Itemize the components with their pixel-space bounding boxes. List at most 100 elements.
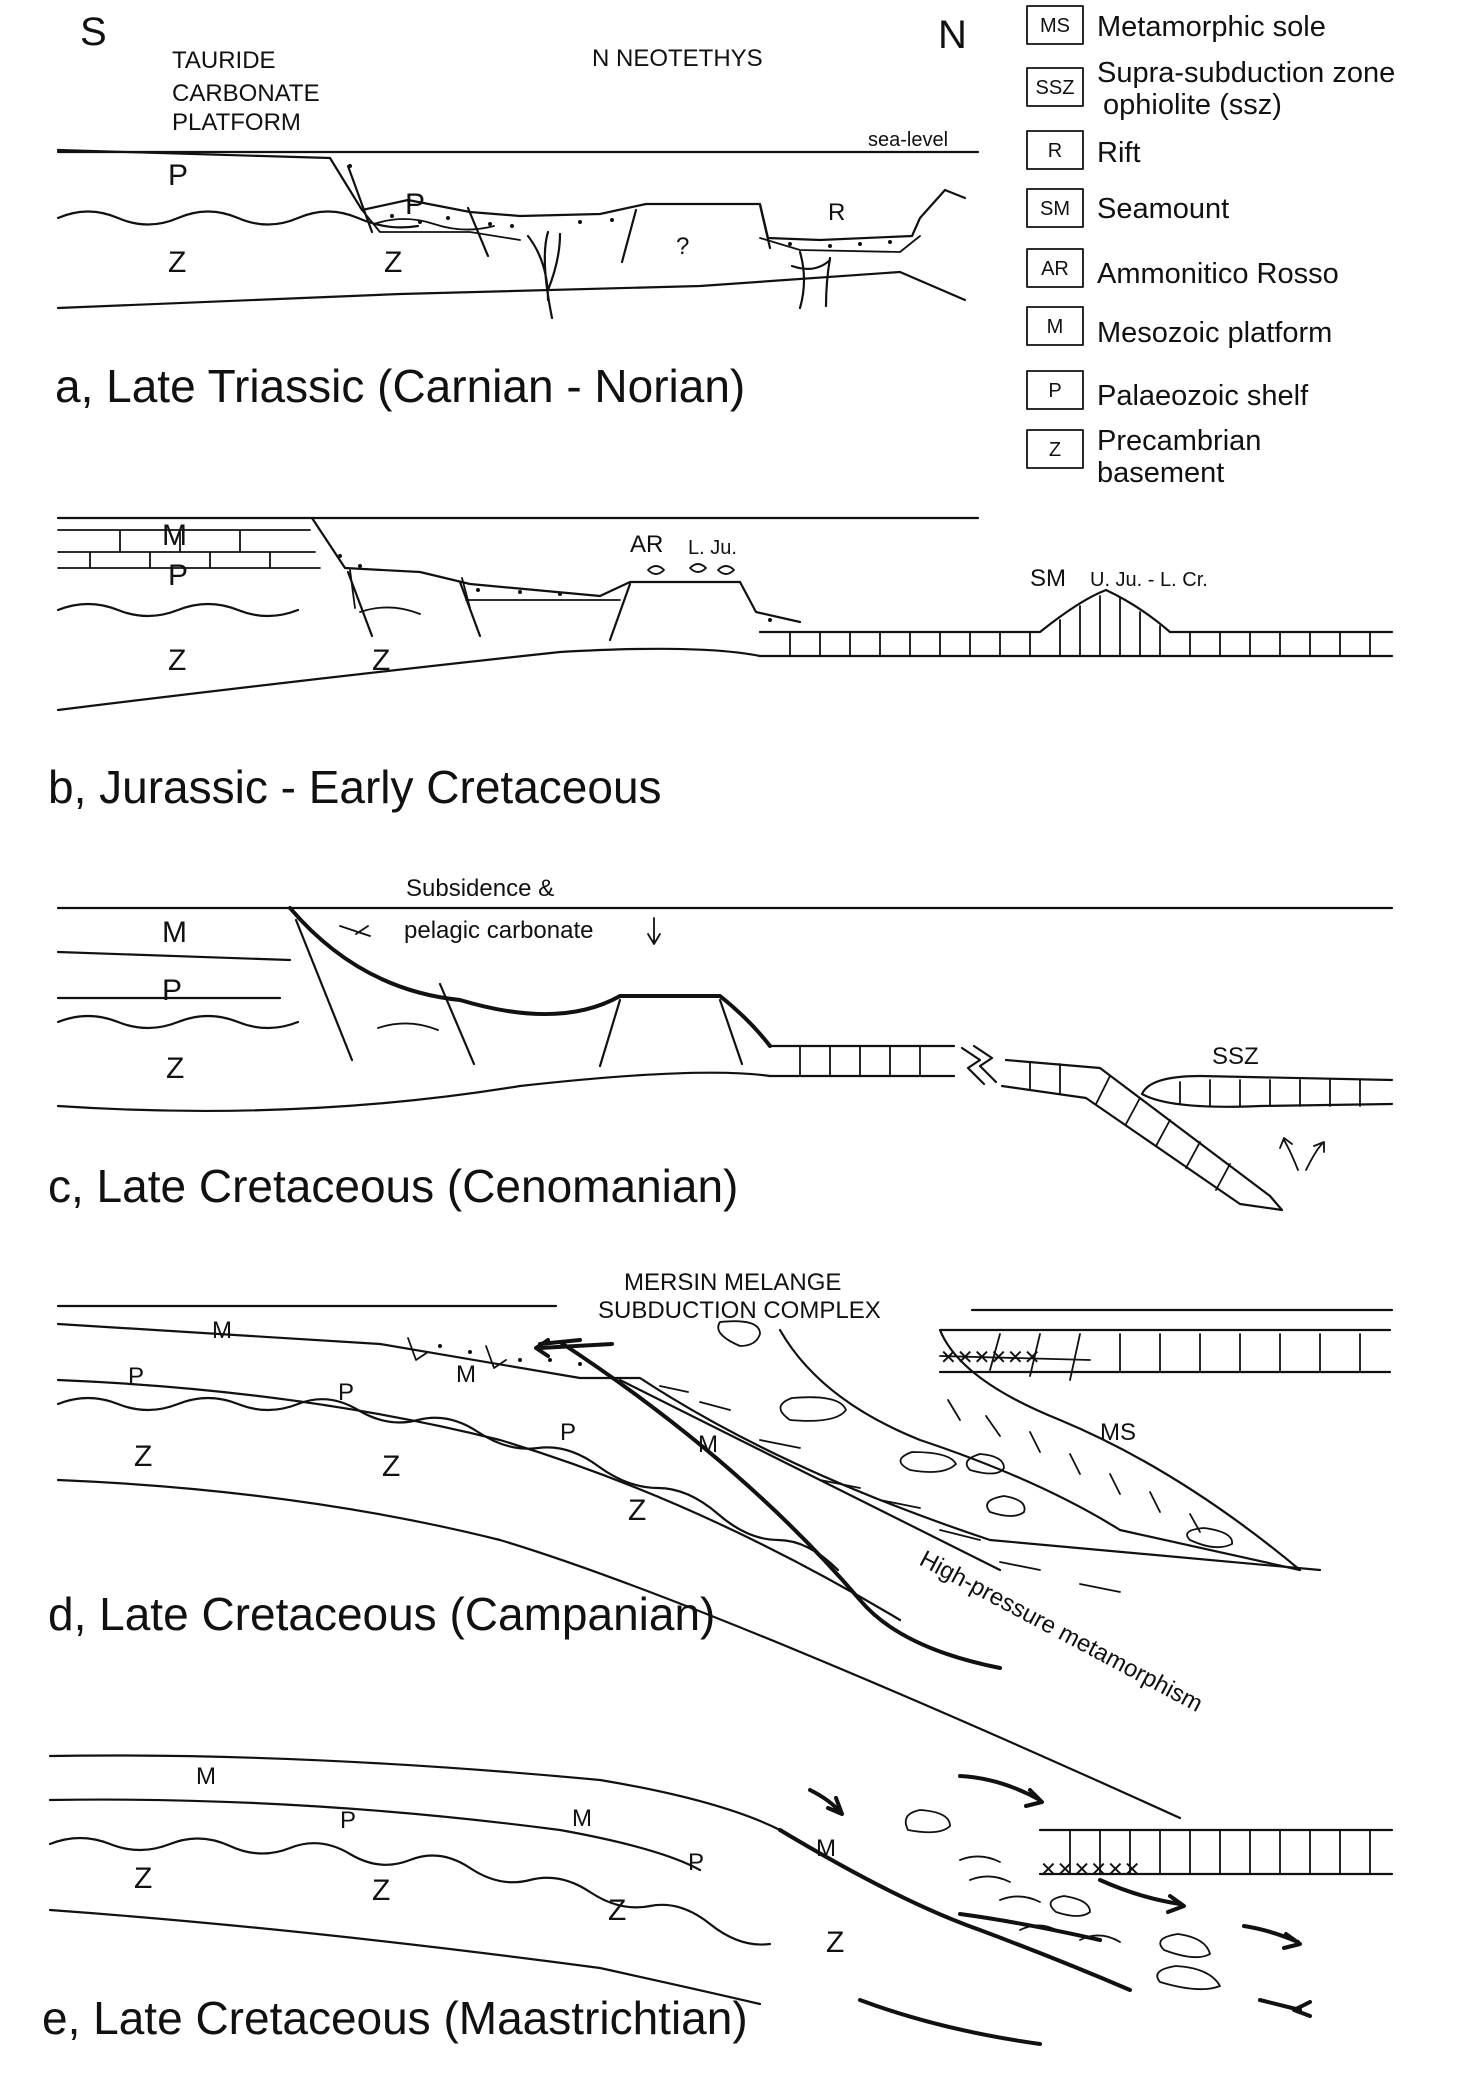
legend-text-sm: Seamount <box>1097 193 1229 225</box>
ophiolite-dykes-d <box>947 1333 1361 1533</box>
sole-crosses-d: ✕✕✕✕✕✕ <box>940 1347 1041 1369</box>
wave-d <box>56 1396 840 1572</box>
wave-e <box>48 1836 772 1946</box>
ssz-ophiolite-c <box>1140 1074 1394 1108</box>
melange-body-d <box>778 1328 1392 1572</box>
legend-box-sm <box>1026 188 1084 228</box>
caption-b: b, Jurassic - Early Cretaceous <box>48 761 662 813</box>
compass-north: N <box>938 13 967 57</box>
wave-b2 <box>359 606 421 615</box>
title-d-2: SUBDUCTION COMPLEX <box>598 1297 881 1324</box>
label-d-p1: P <box>128 1363 144 1390</box>
arrows-c <box>339 917 661 945</box>
label-b-lju: L. Ju. <box>688 537 737 559</box>
label-c-p: P <box>162 974 182 1007</box>
label-e-m1: M <box>196 1763 216 1790</box>
basin-profile <box>56 148 967 242</box>
label-b-z1: Z <box>168 644 186 677</box>
sediment-dots-d <box>438 1344 582 1366</box>
legend-code-p: P <box>1048 380 1061 402</box>
legend-text-ssz-2: ophiolite (ssz) <box>1103 89 1282 121</box>
arrow-d <box>534 1338 614 1358</box>
basement-line <box>56 270 967 310</box>
hp-label-d: High-pressure metamorphism <box>915 1545 1207 1717</box>
legend-box-z <box>1026 429 1084 469</box>
upwelling-arrows-c <box>1279 1137 1325 1171</box>
legend-box-ssz <box>1026 67 1084 107</box>
panel-a: TAURIDE CARBONATE PLATFORM N NEOTETHYS s… <box>55 45 980 412</box>
basement-c <box>56 1071 772 1113</box>
legend-text-z-1: Precambrian <box>1097 425 1261 457</box>
faults-c <box>294 918 744 1068</box>
legend-text-r: Rift <box>1097 137 1141 169</box>
wave-b1 <box>56 602 300 618</box>
layers-d <box>56 1378 1182 1820</box>
basin-profile-b <box>310 516 802 624</box>
ssz-dykes-c <box>1179 1079 1361 1107</box>
label-b-ujlcr: U. Ju. - L. Cr. <box>1090 569 1208 591</box>
label-c-ssz: SSZ <box>1212 1043 1259 1070</box>
legend-text-p: Palaeozoic shelf <box>1097 380 1309 412</box>
limestone-blocks <box>57 529 321 569</box>
label-e-z4: Z <box>826 1926 844 1959</box>
label-d-p3: P <box>560 1419 576 1446</box>
pelagic-cover-c <box>288 906 772 1048</box>
melange-blocks-e <box>904 1809 1221 1991</box>
ammonite-symbols <box>647 563 735 575</box>
subducting-slab-c <box>1000 1058 1284 1212</box>
legend-box-ar <box>1026 248 1084 288</box>
break-symbol-c <box>960 1044 998 1086</box>
legend-code-z: Z <box>1049 439 1061 461</box>
layers-e <box>48 1754 782 2006</box>
ophiolite-dykes-e <box>1069 1829 1371 1875</box>
label-d-ms: MS <box>1100 1419 1136 1446</box>
caption-e: e, Late Cretaceous (Maastrichtian) <box>42 1992 748 2044</box>
legend-code-ssz: SSZ <box>1036 77 1075 99</box>
feeder-dykes <box>526 230 832 320</box>
compass-south: S <box>80 10 107 54</box>
legend-box-r <box>1026 130 1084 170</box>
oceanic-crust-c <box>768 1044 956 1078</box>
legend-code-ms: MS <box>1040 15 1070 37</box>
wave-c1 <box>56 1014 300 1030</box>
label-b-z2: Z <box>372 644 390 677</box>
unconformity-wave-2 <box>373 218 495 231</box>
label-b-m: M <box>162 519 187 552</box>
ophiolite-e <box>1038 1828 1394 1876</box>
label-c-m: M <box>162 916 187 949</box>
arrows-e <box>808 1774 1302 1950</box>
faults-d <box>407 1337 507 1369</box>
surface-d <box>56 1322 1322 1572</box>
label-b-ar: AR <box>630 531 663 558</box>
oceanic-crust-b <box>758 588 1394 658</box>
legend-box-m <box>1026 306 1084 346</box>
annotation-c-2: pelagic carbonate <box>404 917 593 944</box>
label-e-p2: P <box>688 1849 704 1876</box>
sediment-dots-b <box>338 554 772 622</box>
slab-dykes-c <box>1029 1061 1231 1191</box>
label-z1: Z <box>168 246 186 279</box>
label-d-z3: Z <box>628 1494 646 1527</box>
label-z2: Z <box>384 246 402 279</box>
label-e-z3: Z <box>608 1894 626 1927</box>
legend-code-sm: SM <box>1040 198 1070 220</box>
slab-top-d <box>618 1378 1002 1572</box>
legend-code-r: R <box>1048 140 1062 162</box>
platform-label-2: CARBONATE <box>172 80 320 107</box>
faults-b <box>346 570 632 642</box>
wave-c2 <box>377 1022 439 1031</box>
legend-text-m: Mesozoic platform <box>1097 317 1332 349</box>
crust-dykes-b <box>789 595 1371 657</box>
label-d-z2: Z <box>382 1450 400 1483</box>
legend-text-ssz-1: Supra-subduction zone <box>1097 57 1395 89</box>
legend-code-m: M <box>1047 316 1064 338</box>
label-d-m3: M <box>698 1431 718 1458</box>
label-e-p1: P <box>340 1807 356 1834</box>
label-e-z2: Z <box>372 1874 390 1907</box>
basement-b <box>56 647 762 712</box>
legend-box-p <box>1026 370 1084 410</box>
melange-dashes-e <box>959 1855 1121 1943</box>
legend-text-ms: Metamorphic sole <box>1097 11 1326 43</box>
label-d-z1: Z <box>134 1440 152 1473</box>
